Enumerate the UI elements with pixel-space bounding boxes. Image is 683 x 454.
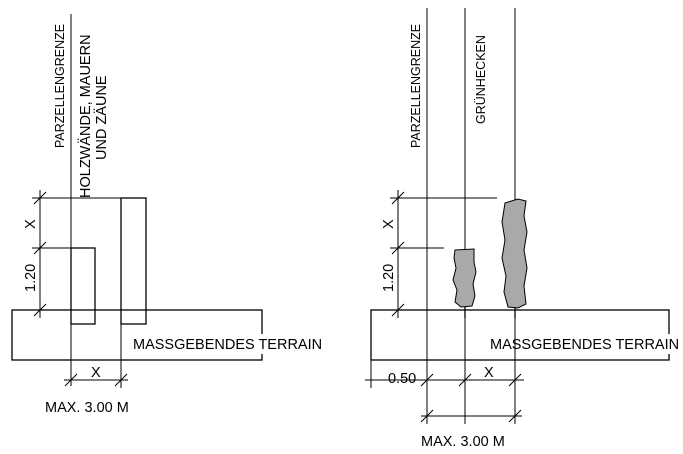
terrain-label: MASSGEBENDES TERRAIN <box>490 337 679 353</box>
dim-max: MAX. 3.00 M <box>421 434 505 450</box>
left-panel: MASSGEBENDES TERRAIN PARZELLENGRENZE HOL… <box>11 14 330 416</box>
tick-h1-a <box>420 373 434 387</box>
tick-bottom <box>391 303 405 317</box>
terrain-label: MASSGEBENDES TERRAIN <box>133 337 322 353</box>
terrain-label-bg <box>487 334 683 354</box>
tick-h1-b <box>458 373 472 387</box>
dim-max: MAX. 3.00 M <box>45 400 129 416</box>
right-panel: MASSGEBENDES TERRAIN PARZELLENGRENZE GRÜ… <box>365 8 683 450</box>
tick-top <box>33 191 47 205</box>
hedge-label: GRÜNHECKEN <box>474 35 488 124</box>
dim-x-vertical: X <box>23 219 39 229</box>
small-hedge-shape <box>452 248 477 308</box>
tick-bottom <box>33 303 47 317</box>
tick-h2-a <box>420 409 434 423</box>
tick-h-right <box>114 373 128 387</box>
tick-h-left <box>64 373 78 387</box>
boundary-label: PARZELLENGRENZE <box>53 24 67 148</box>
dim-offset: 0.50 <box>388 371 416 387</box>
tick-top <box>391 191 405 205</box>
terrain-label-bg <box>130 334 330 354</box>
dim-height: 1.20 <box>381 264 397 292</box>
tick-mid <box>391 241 405 255</box>
short-wall <box>70 247 96 325</box>
tick-h1-c <box>508 373 522 387</box>
wall-label-line2: UND ZÄUNE <box>93 75 110 160</box>
dim-x-horizontal: X <box>91 365 101 381</box>
dim-height: 1.20 <box>23 264 39 292</box>
boundary-label: PARZELLENGRENZE <box>409 24 423 148</box>
dim-x-vertical: X <box>381 219 397 229</box>
tall-hedge-shape <box>501 198 528 309</box>
wall-label-line1: HOLZWÄNDE, MAUERN <box>77 34 94 198</box>
tick-mid <box>33 241 47 255</box>
tall-wall <box>120 197 147 325</box>
tick-h2-b <box>508 409 522 423</box>
dim-x-horizontal: X <box>484 365 494 381</box>
